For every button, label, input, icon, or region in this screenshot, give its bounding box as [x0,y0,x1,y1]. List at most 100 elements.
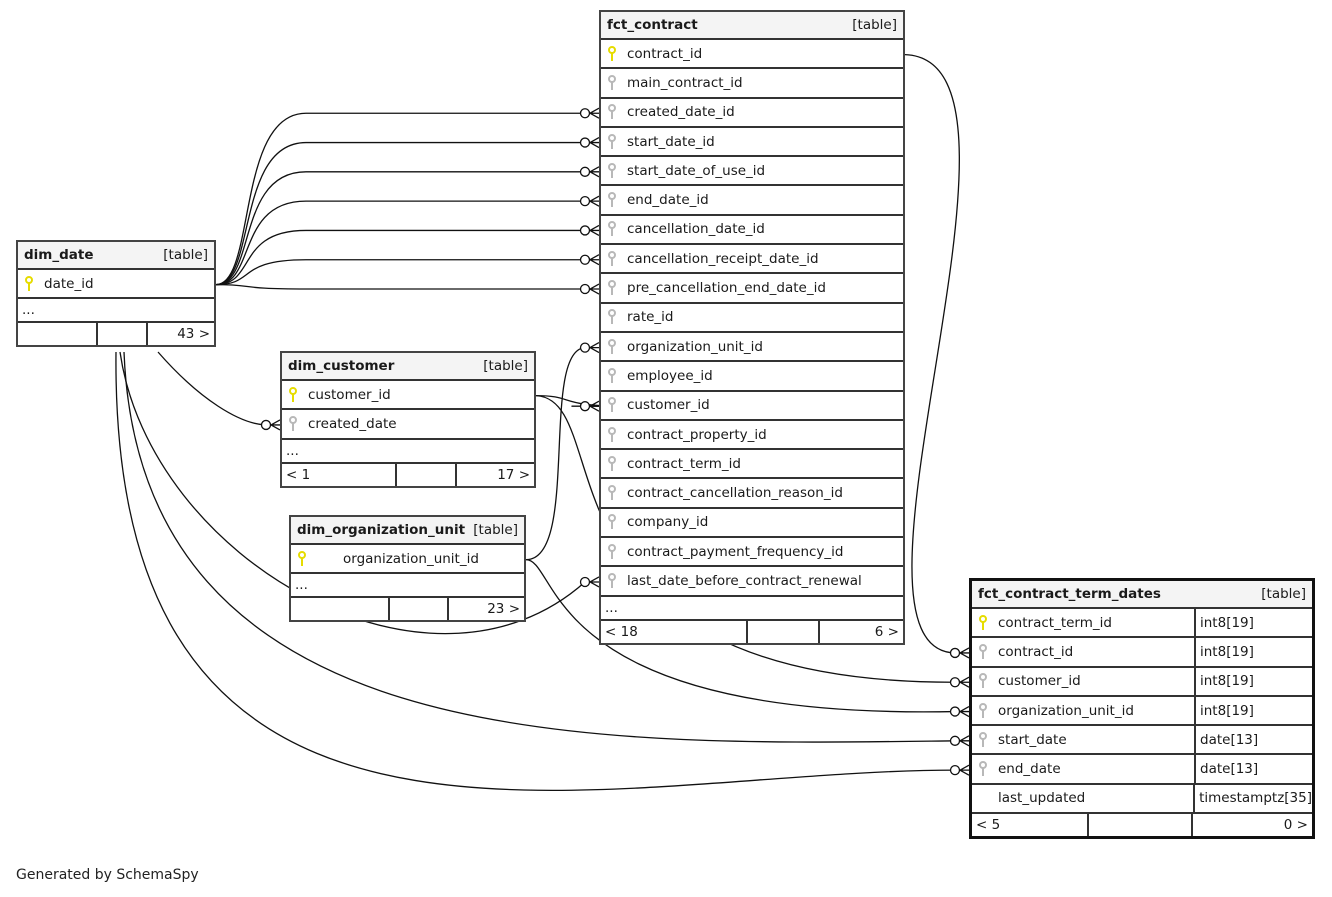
column-row[interactable]: customer_id [601,392,903,421]
column-type: int8[19] [1194,667,1312,695]
footer-middle [98,323,148,346]
column-row[interactable]: created_date_id [601,99,903,128]
relationship-line [215,141,585,286]
column-name: end_date [998,761,1061,778]
foreign-key-icon [972,731,994,748]
column-row[interactable]: main_contract_id [601,69,903,99]
table-dim-organization-unit[interactable]: dim_organization_unit [table] organizati… [289,515,526,623]
column-row[interactable]: company_id [601,509,903,539]
column-name: start_date_id [627,133,715,150]
column-name: organization_unit_id [627,338,763,355]
column-row[interactable]: end_date_id [601,186,903,216]
table-footer: < 5 0 > [972,814,1312,837]
column-name: start_date [998,731,1067,748]
parents-count[interactable]: < 5 [972,814,1089,837]
column-row[interactable]: contract_id [601,40,903,70]
column-row[interactable]: start_date_id [601,128,903,158]
column-name: company_id [627,514,709,531]
optional-marker [579,108,591,119]
children-count[interactable]: 0 > [1283,817,1308,834]
optional-marker [949,677,961,688]
relationship-line [215,283,585,290]
optional-marker [579,283,591,295]
parents-count[interactable]: < 18 [601,620,748,643]
parents-count[interactable] [18,323,98,346]
optional-marker [949,764,961,776]
column-row[interactable]: created_date [282,410,534,440]
column-row[interactable]: cancellation_receipt_date_id [601,245,903,275]
relationship-line [215,229,585,286]
column-row[interactable]: cancellation_date_id [601,216,903,246]
relationship-line [157,351,267,426]
parents-count[interactable]: < 1 [282,463,397,486]
column-row[interactable]: contract_property_id [601,421,903,451]
relationship-line [215,171,585,286]
crows-foot-many-marker [589,254,600,266]
parents-count[interactable] [291,598,390,621]
column-row[interactable]: start_date_of_use_id [601,157,903,187]
primary-key-icon [972,614,994,631]
table-name: fct_contract_term_dates [978,586,1161,602]
column-row[interactable]: customer_id [282,381,534,411]
optional-marker [949,735,961,746]
foreign-key-icon [972,673,994,689]
column-name: start_date_of_use_id [627,162,766,179]
table-fct-contract-term-dates[interactable]: fct_contract_term_dates [table] contract… [969,578,1315,840]
crows-foot-many-marker [589,576,600,588]
footer-middle [748,620,820,643]
children-count[interactable]: 6 > [874,623,899,640]
children-count[interactable]: 23 > [487,601,520,618]
foreign-key-icon [601,162,623,179]
column-row[interactable]: pre_cancellation_end_date_id [601,274,903,304]
column-row[interactable]: rate_id [601,304,903,333]
column-name: cancellation_date_id [627,221,765,238]
column-row[interactable]: date_id [18,270,214,300]
crows-foot-many-marker [589,400,600,412]
more-columns: ... [282,440,534,464]
column-row[interactable]: contract_payment_frequency_id [601,538,903,568]
optional-marker [579,137,591,148]
foreign-key-icon [601,133,623,150]
children-count[interactable]: 17 > [497,466,530,483]
column-name: organization_unit_id [343,550,479,567]
primary-key-icon [291,550,313,567]
optional-marker [260,419,272,431]
column-name: contract_cancellation_reason_id [627,485,843,502]
more-columns: ... [18,299,214,324]
column-name: contract_term_id [627,455,741,472]
table-header: dim_date [table] [18,242,214,270]
column-row[interactable]: contract_cancellation_reason_id [601,479,903,509]
foreign-key-icon [601,338,623,355]
column-row[interactable]: organization_unit_id [601,333,903,363]
table-name: dim_date [24,247,94,263]
column-row[interactable]: last_date_before_contract_renewal [601,567,903,597]
column-row[interactable]: contract_term_id [601,450,903,480]
crows-foot-many-marker [589,107,600,119]
column-name: last_updated [998,790,1086,807]
column-row[interactable]: employee_id [601,362,903,392]
column-name: employee_id [627,367,713,384]
crows-foot-many-marker [959,764,970,776]
table-kind: [table] [483,358,528,374]
foreign-key-icon [601,367,623,384]
column-row[interactable]: organization_unit_id [291,545,524,575]
foreign-key-icon [601,572,623,589]
table-dim-date[interactable]: dim_date [table] date_id ... 43 > [16,240,216,348]
foreign-key-icon [601,280,623,296]
crows-foot-many-marker [959,705,970,718]
table-footer: < 1 17 > [282,463,534,486]
children-count[interactable]: 43 > [177,326,210,343]
foreign-key-icon [972,702,994,719]
crows-foot-many-marker [959,647,970,659]
primary-key-icon [601,45,623,62]
crows-foot-many-marker [959,676,970,688]
